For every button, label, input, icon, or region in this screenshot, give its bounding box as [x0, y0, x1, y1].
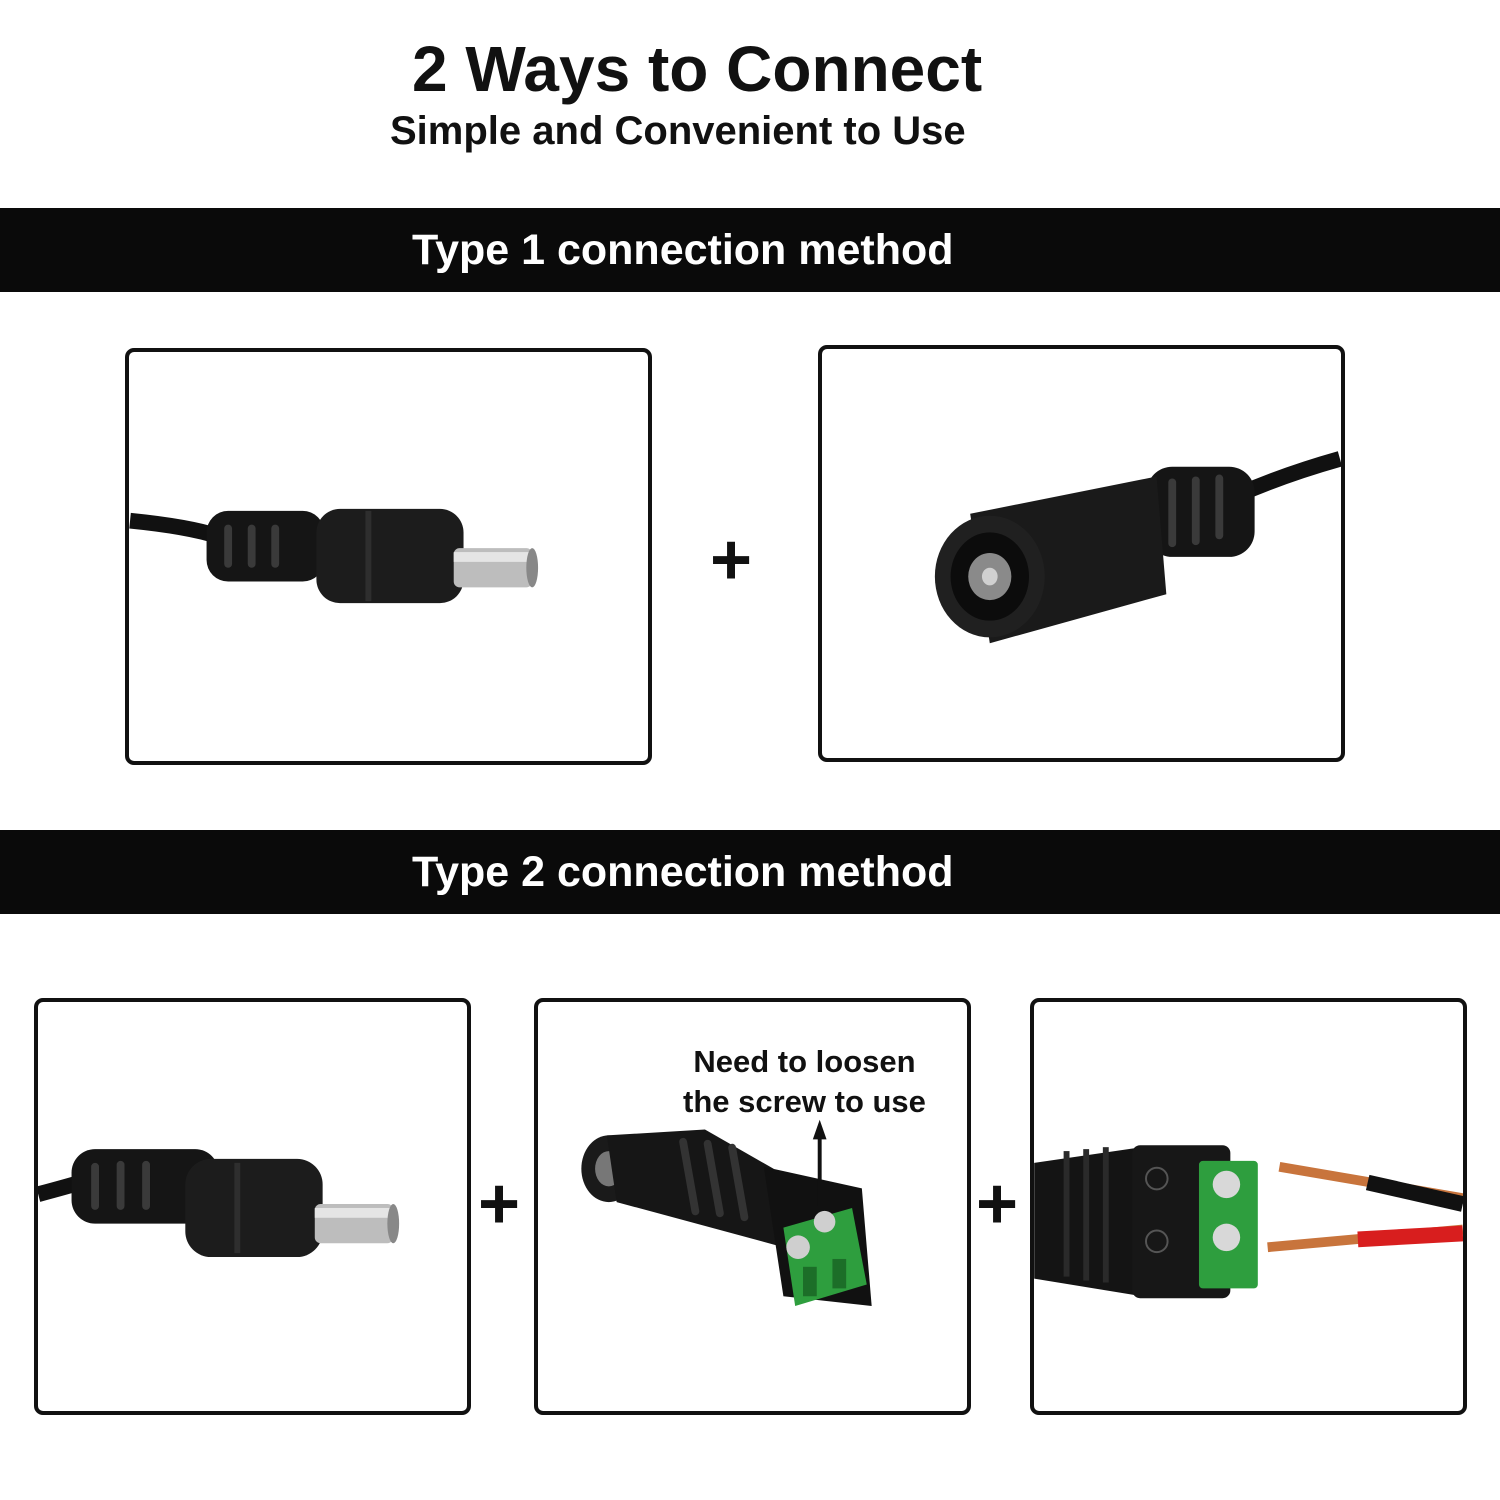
male-dc-plug-panel-2	[34, 998, 471, 1415]
male-dc-plug-panel	[125, 348, 652, 765]
section-title-type2: Type 2 connection method	[412, 848, 954, 896]
page-subtitle: Simple and Convenient to Use	[390, 109, 966, 153]
wire-terminal-panel	[1030, 998, 1467, 1415]
plus-sign-type1: +	[710, 520, 753, 600]
section-band-type2: Type 2 connection method	[0, 830, 1500, 914]
female-dc-jack-panel	[818, 345, 1345, 762]
note-line-1: Need to loosen	[693, 1044, 916, 1079]
section-title-type1: Type 1 connection method	[412, 226, 954, 274]
screw-terminal-adapter-panel: Need to loosen the screw to use	[534, 998, 971, 1415]
wire-terminal-image	[1034, 1145, 1463, 1299]
screw-loosen-note: Need to loosen the screw to use	[683, 1042, 926, 1122]
note-line-2: the screw to use	[683, 1084, 926, 1119]
plus-sign-type2-first: +	[478, 1164, 521, 1244]
male-dc-plug-image	[129, 508, 539, 604]
screw-terminal-adapter-image	[581, 1119, 872, 1307]
section-band-type1: Type 1 connection method	[0, 208, 1500, 292]
page-title: 2 Ways to Connect	[412, 33, 983, 105]
plus-sign-type2-second: +	[976, 1164, 1019, 1244]
male-dc-plug-image-2	[38, 1149, 400, 1258]
female-dc-jack-image	[934, 451, 1341, 644]
